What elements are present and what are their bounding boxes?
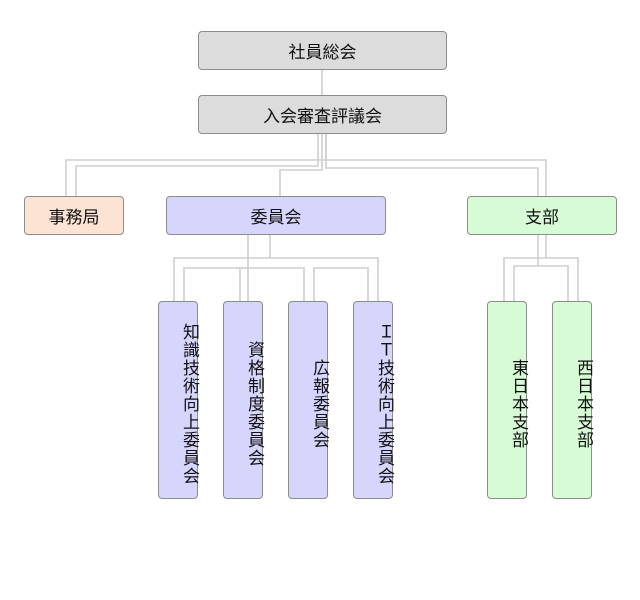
connector-committee-children-7: [313, 267, 369, 301]
it-tech-committee-node: ＩＴ技術向上委員会: [353, 301, 394, 499]
branch-node: 支部: [467, 196, 617, 235]
qualification-committee-node: 資格制度委員会: [223, 301, 264, 499]
connector-to-branch-inner: [325, 160, 539, 196]
secretariat-node: 事務局: [24, 196, 124, 235]
connector-committee-children-3: [183, 234, 249, 301]
connector-to-secretariat-inner: [75, 134, 319, 196]
east-branch-node: 東日本支部: [487, 301, 528, 499]
connector-committee-children-2: [270, 257, 379, 301]
connector-branch-children-4: [538, 265, 569, 301]
connector-committee-children-4: [236, 267, 305, 301]
connector-to-secretariat: [65, 134, 327, 196]
connector-to-branch: [325, 134, 547, 196]
connector-branch-children: [503, 234, 547, 301]
committee-node: 委員会: [166, 196, 386, 235]
west-branch-node: 西日本支部: [552, 301, 593, 499]
connector-to-committee: [279, 134, 323, 196]
knowledge-tech-committee-node: 知識技術向上委員会: [158, 301, 199, 499]
admission-committee-node: 入会審査評議会: [198, 95, 447, 134]
pr-committee-node: 広報委員会: [288, 301, 329, 499]
general-meeting-node: 社員総会: [198, 31, 447, 70]
connector-committee-children: [173, 234, 271, 301]
connector-branch-children-2: [546, 257, 579, 301]
connector-branch-children-3: [513, 234, 539, 301]
